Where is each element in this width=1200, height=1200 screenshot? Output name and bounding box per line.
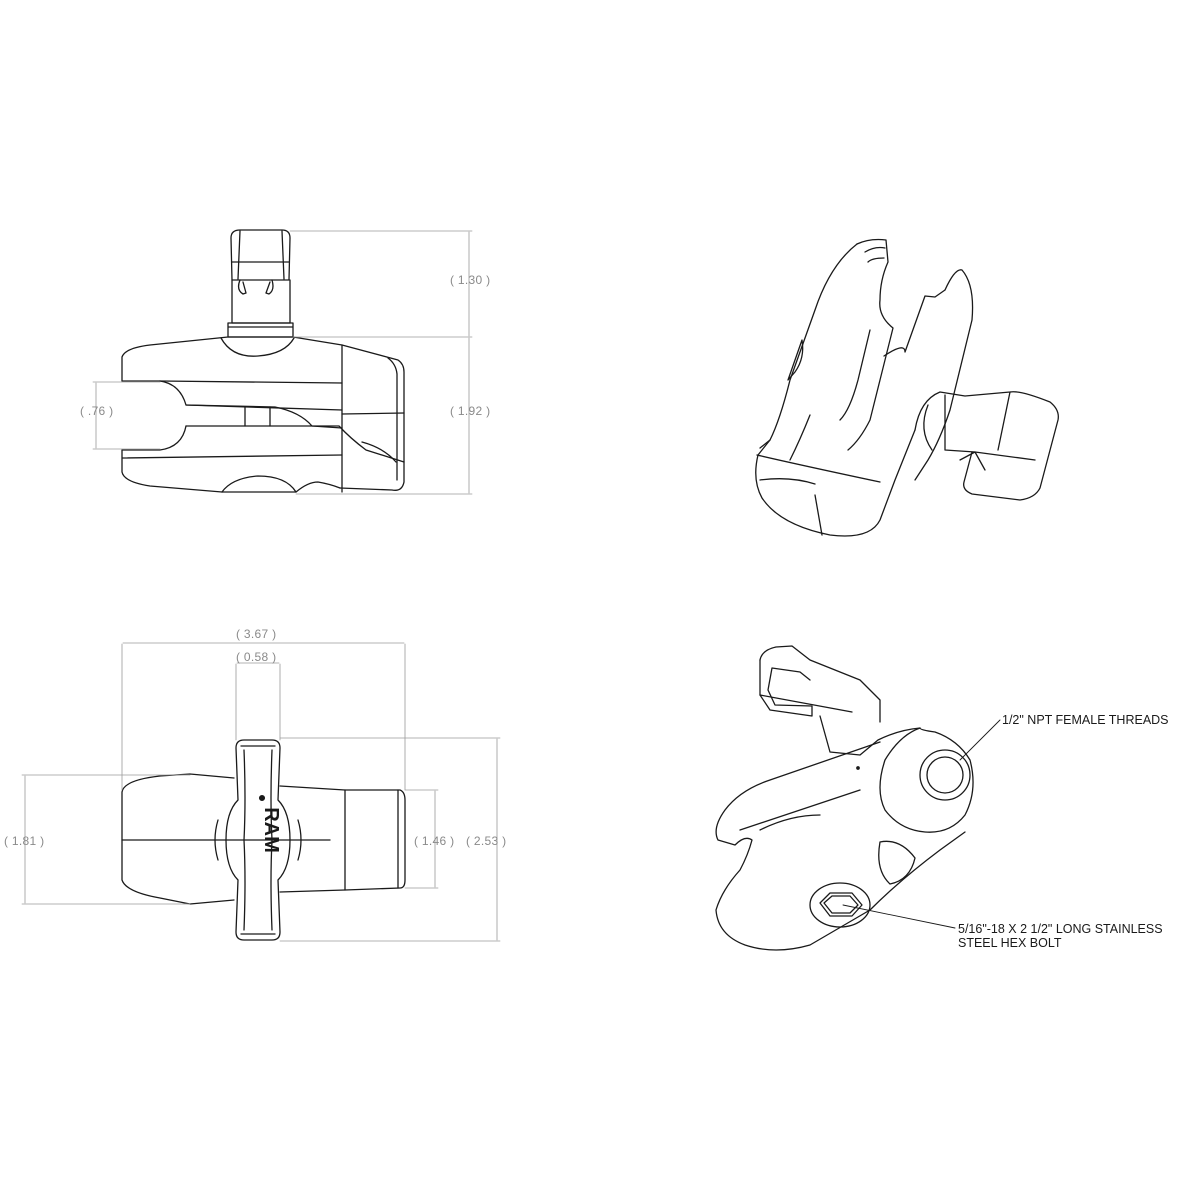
top-view: [121, 739, 406, 941]
side-view-dimension-lines: [92, 230, 473, 495]
dim-end-width: ( 1.46 ): [414, 834, 455, 848]
callout-leaders: [842, 719, 1001, 929]
dim-knob-length: ( 2.53 ): [466, 834, 507, 848]
registered-mark-icon: [258, 794, 266, 802]
ram-logo: RAM: [260, 807, 282, 853]
callout-hex-bolt-line1: 5/16"-18 X 2 1/2" LONG STAINLESS: [958, 922, 1163, 936]
dim-overall-length: ( 3.67 ): [236, 627, 277, 641]
dim-knob-height: ( 1.30 ): [450, 273, 491, 287]
dim-body-width: ( 1.81 ): [4, 834, 45, 848]
side-view: [121, 229, 405, 493]
top-view-dimension-lines: [21, 642, 501, 942]
dim-knob-width: ( 0.58 ): [236, 650, 277, 664]
dim-body-height: ( 1.92 ): [450, 404, 491, 418]
iso-view-front: [715, 645, 974, 951]
iso-view-back: [755, 238, 1059, 537]
callout-hex-bolt-line2: STEEL HEX BOLT: [958, 936, 1062, 950]
callout-npt-threads: 1/2" NPT FEMALE THREADS: [1002, 713, 1169, 727]
dim-socket-opening: ( .76 ): [80, 404, 114, 418]
